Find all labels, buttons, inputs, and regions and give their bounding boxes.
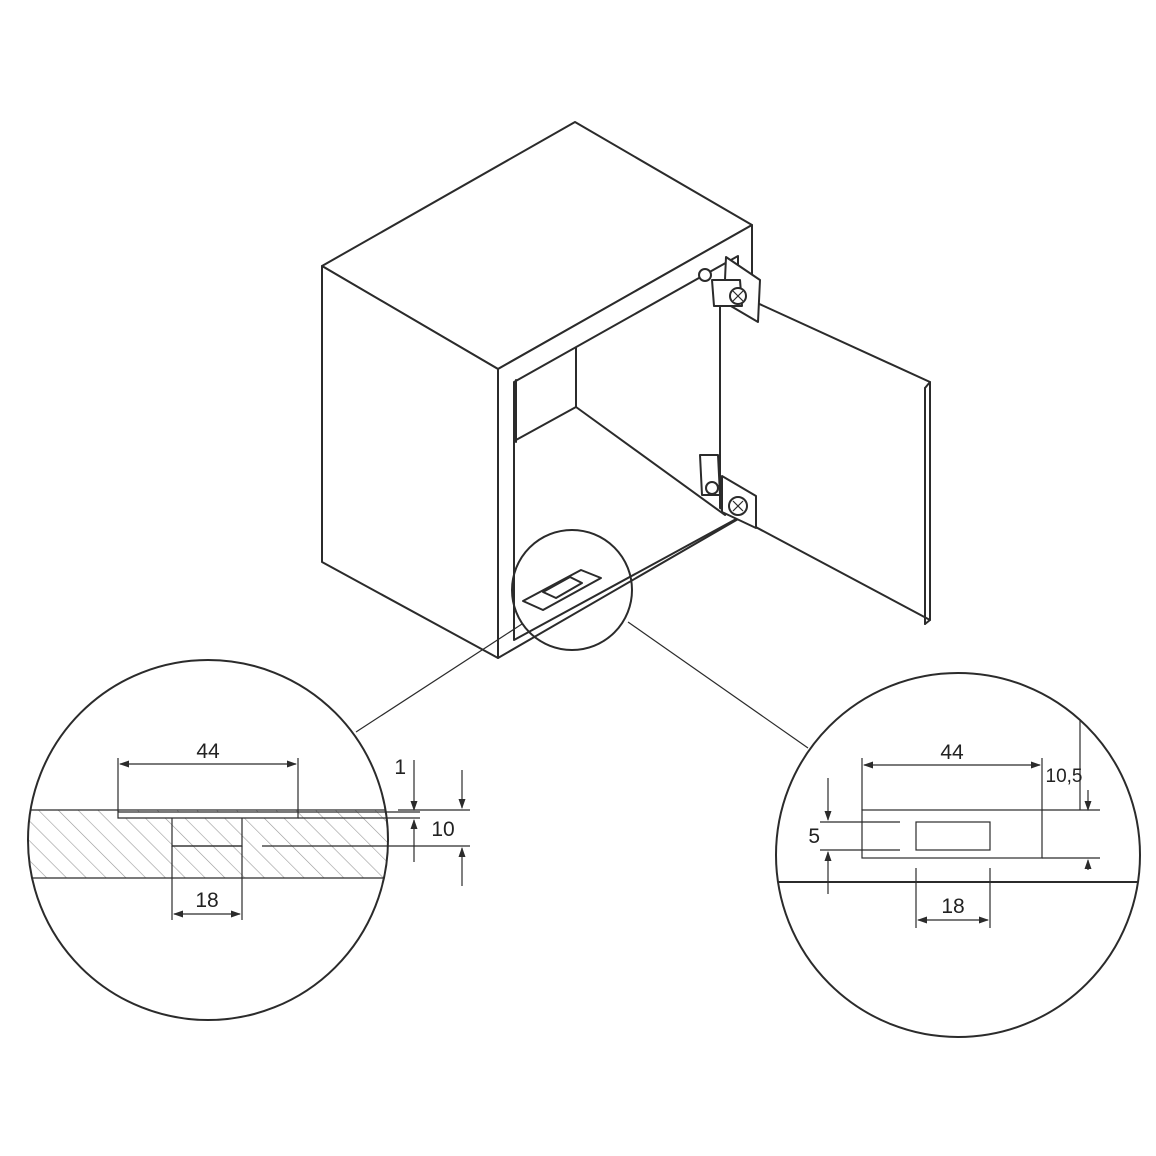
magnet-plate xyxy=(522,569,602,611)
leader-line-left xyxy=(355,623,523,733)
detail-marker-circle xyxy=(511,529,633,651)
dimension-5-right: 5 xyxy=(808,825,820,848)
cabinet-door xyxy=(719,285,931,621)
dimension-44-left: 44 xyxy=(196,740,220,763)
hinge-upper xyxy=(698,256,761,323)
leader-line-right xyxy=(627,621,809,749)
right-detail: 44 18 5 10,5 xyxy=(775,672,1141,1038)
dimension-18-left: 18 xyxy=(195,889,218,912)
dimension-1-left: 1 xyxy=(394,756,406,779)
dimension-10-5-right: 10,5 xyxy=(1046,766,1083,787)
dimension-18-right: 18 xyxy=(941,895,964,918)
dimension-10-left: 10 xyxy=(431,818,454,841)
left-detail: 44 18 1 10 xyxy=(27,659,470,1021)
hinge-lower xyxy=(699,454,757,529)
cabinet xyxy=(321,121,931,659)
dimension-44-right: 44 xyxy=(940,741,964,764)
